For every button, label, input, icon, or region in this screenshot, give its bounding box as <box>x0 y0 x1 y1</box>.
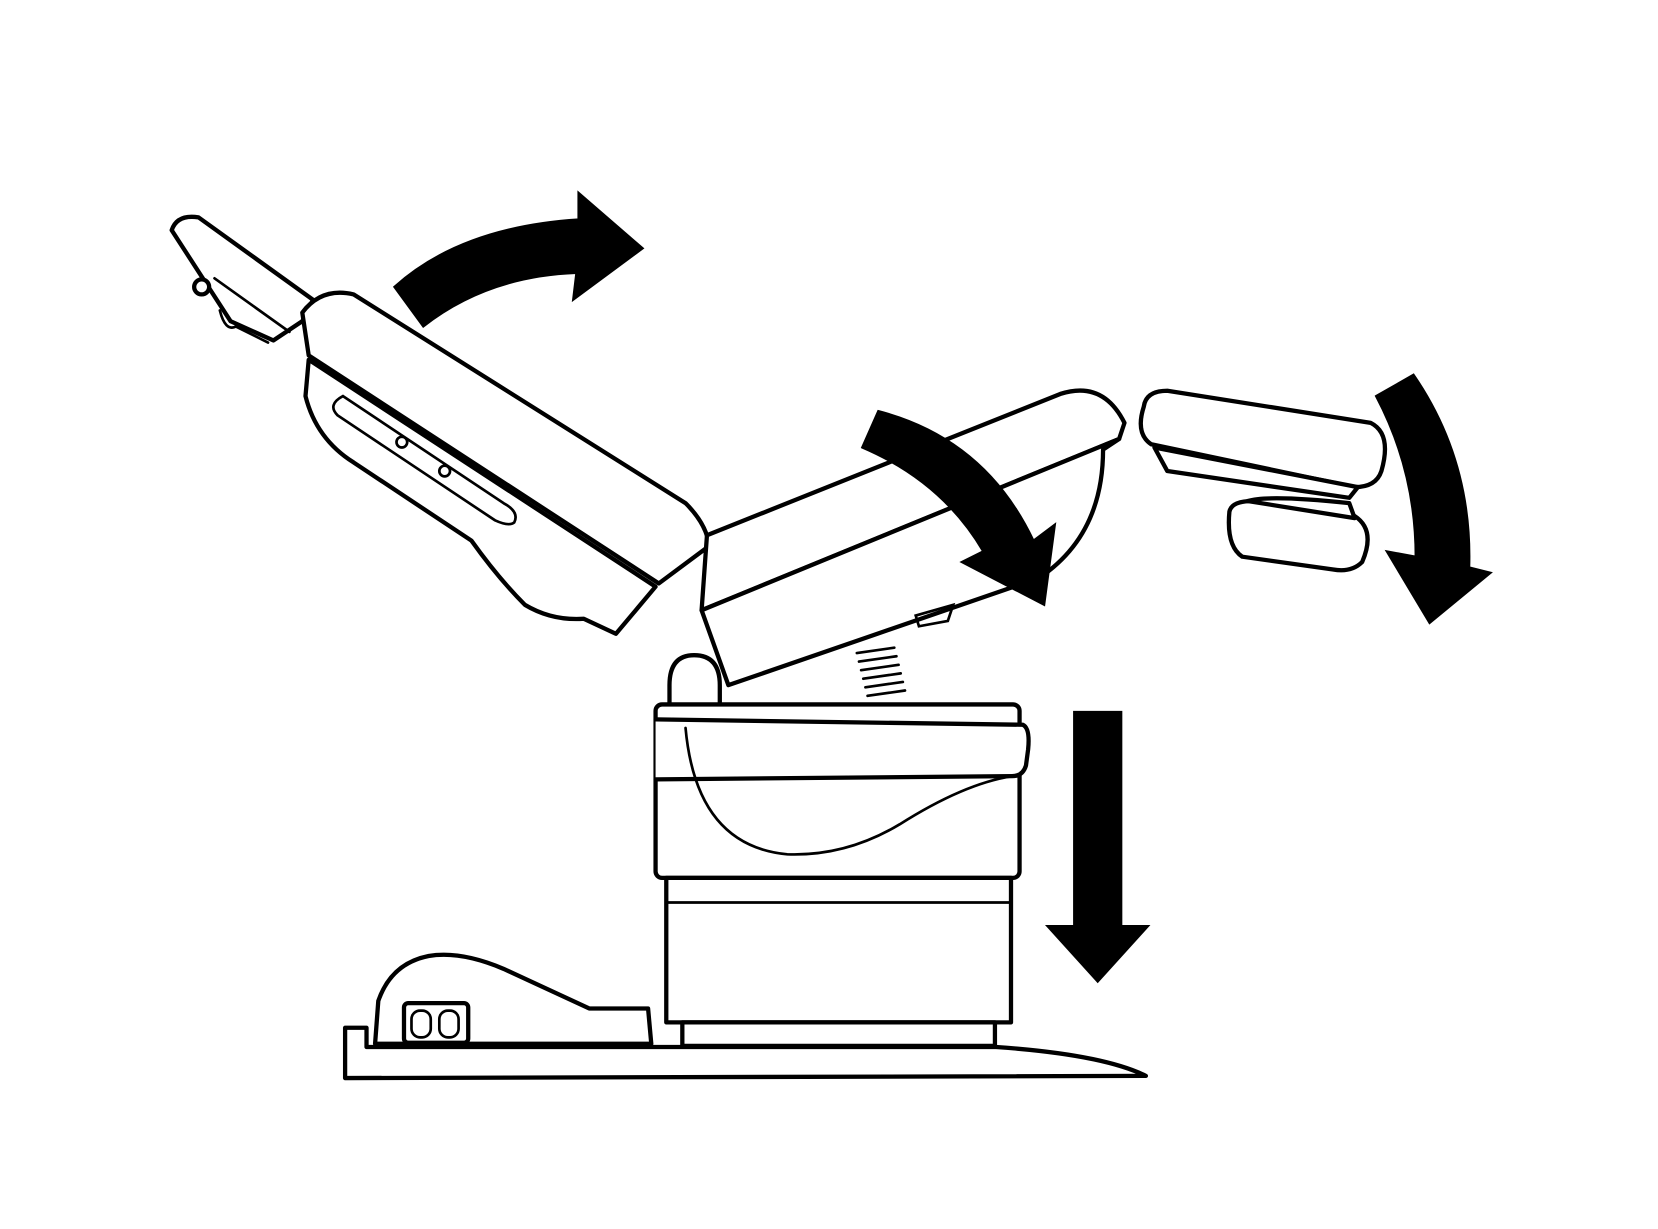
headrest <box>169 214 316 344</box>
seat <box>667 388 1127 709</box>
legrest <box>1138 388 1388 573</box>
legrest-rotate-arrow-icon <box>1374 373 1493 625</box>
backrest <box>300 290 712 636</box>
floor-base <box>342 952 1149 1081</box>
backrest-rotate-arrow-icon <box>392 190 645 329</box>
seat-tilt-arrow-icon <box>860 409 1057 607</box>
base-column <box>653 702 1031 1049</box>
base-lower-arrow-icon <box>1044 710 1151 984</box>
